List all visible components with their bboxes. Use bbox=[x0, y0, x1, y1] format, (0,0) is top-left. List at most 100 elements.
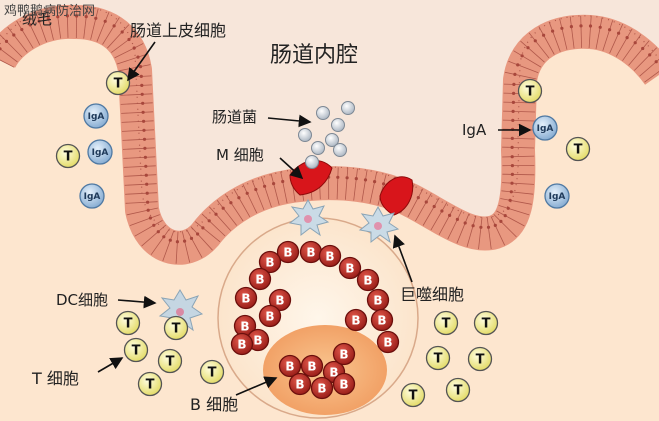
b-cell: B bbox=[370, 308, 394, 332]
b-cell-body bbox=[248, 267, 272, 291]
epithelial-cell-nucleus bbox=[75, 14, 79, 18]
epithelial-cell-divider bbox=[501, 190, 534, 195]
epithelial-cell-nucleus bbox=[510, 172, 514, 176]
epithelial-cell-divider bbox=[25, 15, 41, 45]
epithelial-cell-nucleus bbox=[112, 24, 116, 28]
epithelial-cell-nucleus bbox=[28, 23, 32, 27]
b-cell-letter: B bbox=[295, 377, 304, 391]
t-cell-letter: T bbox=[132, 344, 141, 359]
epithelial-cell-nucleus bbox=[516, 63, 520, 67]
epithelial-cell-nucleus bbox=[37, 19, 41, 23]
epithelial-cell-divider bbox=[216, 200, 238, 226]
iga-molecule-body bbox=[83, 103, 109, 129]
b-cell: B bbox=[344, 308, 368, 332]
iga-molecule-letter: IgA bbox=[84, 192, 101, 202]
b-cell: B bbox=[299, 240, 323, 264]
b-cell: B bbox=[310, 376, 334, 400]
t-cell-letter: T bbox=[476, 353, 485, 368]
b-cell-body bbox=[376, 330, 400, 354]
b-cell: B bbox=[318, 244, 342, 268]
b-cell-letter: B bbox=[325, 249, 334, 263]
b-cell-letter: B bbox=[339, 347, 348, 361]
arrow-bacteria bbox=[267, 114, 312, 128]
b-cell-letter: B bbox=[241, 291, 250, 305]
epithelium-outer-edge bbox=[0, 5, 659, 233]
epithelial-cell-nucleus bbox=[588, 24, 593, 28]
epithelial-cell-divider bbox=[125, 192, 158, 195]
epithelial-cell-divider bbox=[90, 8, 99, 40]
epithelial-cell-nucleus bbox=[141, 101, 145, 105]
t-cell-body bbox=[163, 315, 189, 341]
epithelial-cell-divider bbox=[261, 176, 272, 208]
epithelial-cell-divider bbox=[83, 6, 88, 39]
t-cell-body bbox=[123, 337, 149, 363]
b-cell: B bbox=[376, 330, 400, 354]
b-cell-body bbox=[318, 244, 342, 268]
epithelial-cell-divider bbox=[609, 23, 624, 54]
epithelial-cell-nucleus bbox=[56, 15, 60, 19]
b-cell-body bbox=[338, 256, 362, 280]
watermark: 鸡鸭鹅病防治网 bbox=[4, 3, 95, 19]
epithelial-cell-nucleus bbox=[263, 184, 267, 188]
t-cell-letter: T bbox=[442, 317, 451, 332]
b-cell-body bbox=[310, 376, 334, 400]
b-cell-letter: B bbox=[265, 255, 274, 269]
b-cell: B bbox=[258, 304, 282, 328]
t-cell-body bbox=[137, 371, 163, 397]
bacterium bbox=[305, 155, 319, 169]
epithelial-cell-nucleus bbox=[162, 235, 166, 239]
epithelial-cell-divider bbox=[628, 40, 650, 66]
epithelial-cell-divider bbox=[175, 231, 179, 264]
arrow-t-cell bbox=[97, 357, 124, 373]
epithelial-cell-nucleus bbox=[641, 46, 645, 51]
epithelial-cell-nucleus bbox=[245, 191, 249, 195]
epithelial-cell-nucleus bbox=[560, 26, 564, 30]
t-cell-letter: T bbox=[146, 378, 155, 393]
gut-bacteria-group bbox=[298, 101, 355, 169]
epithelial-cell-nucleus bbox=[140, 92, 144, 96]
epithelial-cell-nucleus bbox=[432, 204, 436, 209]
epithelial-cell-nucleus bbox=[281, 179, 285, 184]
epithelial-cell-nucleus bbox=[510, 164, 514, 168]
epithelial-cell-nucleus bbox=[345, 176, 349, 180]
label-m-cell: M 细胞 bbox=[216, 146, 264, 164]
b-cell-letter: B bbox=[275, 293, 284, 307]
b-cell: B bbox=[230, 332, 254, 356]
epithelial-cell-divider bbox=[75, 5, 78, 39]
epithelial-cell-nucleus bbox=[148, 216, 152, 220]
epithelial-cell-divider bbox=[588, 15, 592, 49]
iga-molecule-letter: IgA bbox=[92, 148, 109, 158]
epithelial-cell-divider bbox=[407, 188, 424, 218]
epithelial-cell-nucleus bbox=[46, 16, 50, 21]
epithelial-cell-nucleus bbox=[493, 223, 497, 227]
epithelial-cell-divider bbox=[96, 11, 110, 42]
epithelial-cell-nucleus bbox=[510, 155, 514, 159]
epithelial-cell-divider bbox=[503, 110, 536, 113]
label-lumen: 肠道内腔 bbox=[270, 43, 358, 68]
epithelial-cell-nucleus bbox=[139, 74, 143, 78]
epithelial-cell-divider bbox=[486, 217, 492, 250]
epithelial-cell-divider bbox=[602, 20, 614, 51]
epithelial-cell-nucleus bbox=[120, 30, 124, 34]
b-cell: B bbox=[278, 354, 302, 378]
arrow-m-cell bbox=[279, 157, 304, 180]
epithelial-cell-divider bbox=[16, 20, 34, 49]
epithelial-cell-divider bbox=[45, 8, 54, 40]
epithelium-layer bbox=[0, 4, 659, 265]
bacterium bbox=[316, 106, 330, 120]
epithelial-cell-divider bbox=[622, 34, 642, 61]
epithelial-cell-divider bbox=[123, 156, 156, 159]
t-cell-body bbox=[115, 310, 141, 336]
epithelial-cell-nucleus bbox=[382, 182, 386, 186]
bacterium bbox=[341, 101, 355, 115]
b-cell: B bbox=[258, 250, 282, 274]
b-cell: B bbox=[338, 256, 362, 280]
t-cell-letter: T bbox=[114, 77, 123, 92]
b-cell-body bbox=[268, 288, 292, 312]
b-cell: B bbox=[356, 268, 380, 292]
epithelial-cell-divider bbox=[639, 58, 659, 77]
arrow-macrophage bbox=[392, 234, 413, 283]
b-cell-letter: B bbox=[351, 313, 360, 327]
t-cell-body bbox=[105, 70, 131, 96]
